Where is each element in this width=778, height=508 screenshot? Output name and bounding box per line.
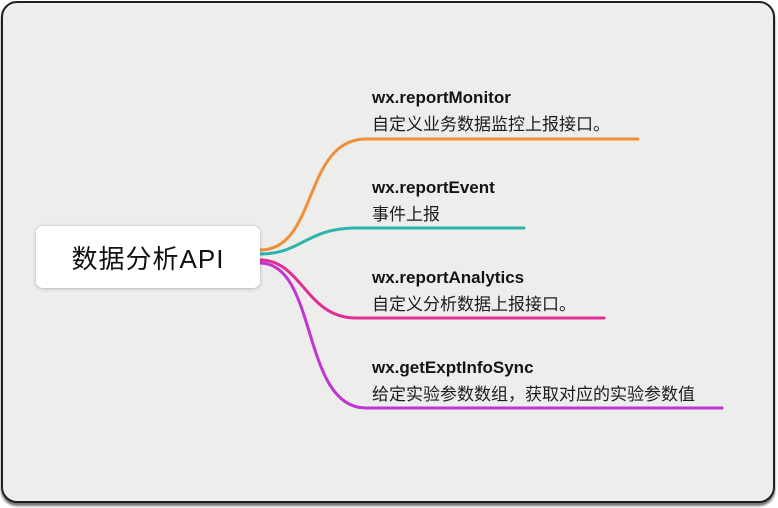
branch-node-report-analytics[interactable]: wx.reportAnalytics 自定义分析数据上报接口。 bbox=[372, 266, 576, 316]
branch-description: 自定义业务数据监控上报接口。 bbox=[372, 115, 610, 134]
branch-title: wx.getExptInfoSync bbox=[372, 358, 534, 377]
branch-title: wx.reportEvent bbox=[372, 178, 495, 197]
branch-title: wx.reportMonitor bbox=[372, 88, 511, 107]
branch-description: 事件上报 bbox=[372, 205, 440, 224]
root-node-label: 数据分析API bbox=[71, 243, 225, 274]
root-node[interactable]: 数据分析API bbox=[36, 226, 260, 288]
branch-title: wx.reportAnalytics bbox=[372, 268, 525, 287]
branch-node-report-monitor[interactable]: wx.reportMonitor 自定义业务数据监控上报接口。 bbox=[372, 86, 610, 136]
branch-node-report-event[interactable]: wx.reportEvent 事件上报 bbox=[372, 176, 495, 226]
branch-description: 给定实验参数数组，获取对应的实验参数值 bbox=[372, 385, 695, 404]
branch-description: 自定义分析数据上报接口。 bbox=[372, 295, 576, 314]
branch-node-get-expt-info-sync[interactable]: wx.getExptInfoSync 给定实验参数数组，获取对应的实验参数值 bbox=[372, 356, 695, 406]
